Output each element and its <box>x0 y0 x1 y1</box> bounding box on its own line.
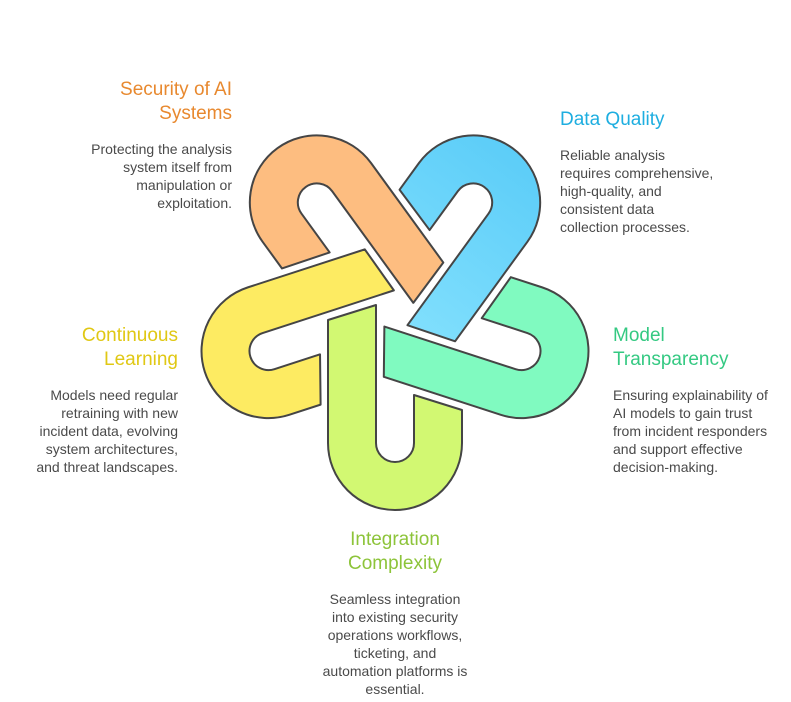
description-line: AI models to gain trust <box>613 405 753 421</box>
title-line: Learning <box>104 349 178 370</box>
description-line: operations workflows, <box>327 627 463 643</box>
description-line: Seamless integration <box>329 591 461 607</box>
description-line: into existing security <box>331 609 459 625</box>
description-line: Ensuring explainability of <box>613 387 768 403</box>
description-line: automation platforms is <box>322 663 468 679</box>
security-title: Security of AI Systems <box>91 78 232 126</box>
description-line: and threat landscapes. <box>36 459 178 475</box>
description-line: ticketing, and <box>353 645 437 661</box>
description-line: Protecting the analysis <box>91 141 232 157</box>
description-line: incident data, evolving <box>39 423 178 439</box>
description-line: manipulation or <box>136 177 232 193</box>
description-line: from incident responders <box>613 423 768 439</box>
security-description: Protecting the analysis system itself fro… <box>91 140 232 212</box>
title-line: Transparency <box>613 349 729 370</box>
transparency-description: Ensuring explainability of AI models to g… <box>613 386 768 476</box>
data-quality-description: Reliable analysis requires comprehensive,… <box>560 146 713 236</box>
description-line: exploitation. <box>157 195 232 211</box>
data-quality-title: Data Quality <box>560 108 713 132</box>
description-line: decision-making. <box>613 459 719 475</box>
title-line: Continuous <box>81 325 178 346</box>
description-line: Models need regular <box>50 387 178 403</box>
description-line: requires comprehensive, <box>560 165 714 181</box>
learning-description: Models need regular retraining with new in… <box>36 386 178 476</box>
description-line: retraining with new <box>61 405 178 421</box>
description-line: Reliable analysis <box>560 147 666 163</box>
description-line: system architectures, <box>45 441 178 457</box>
description-line: high-quality, and <box>560 183 662 199</box>
title-line: Integration <box>350 529 440 550</box>
description-line: consistent data <box>560 201 655 217</box>
description-line: collection processes. <box>560 219 690 235</box>
integration-description: Seamless integration into existing securi… <box>245 590 545 698</box>
title-line: Security of AI <box>120 79 232 100</box>
title-line: Complexity <box>348 553 442 574</box>
title-line: Model <box>613 325 665 346</box>
description-line: system itself from <box>123 159 232 175</box>
title-line: Data Quality <box>560 109 665 130</box>
description-line: and support effective <box>613 441 743 457</box>
description-line: essential. <box>365 681 425 697</box>
title-line: Systems <box>159 103 232 124</box>
